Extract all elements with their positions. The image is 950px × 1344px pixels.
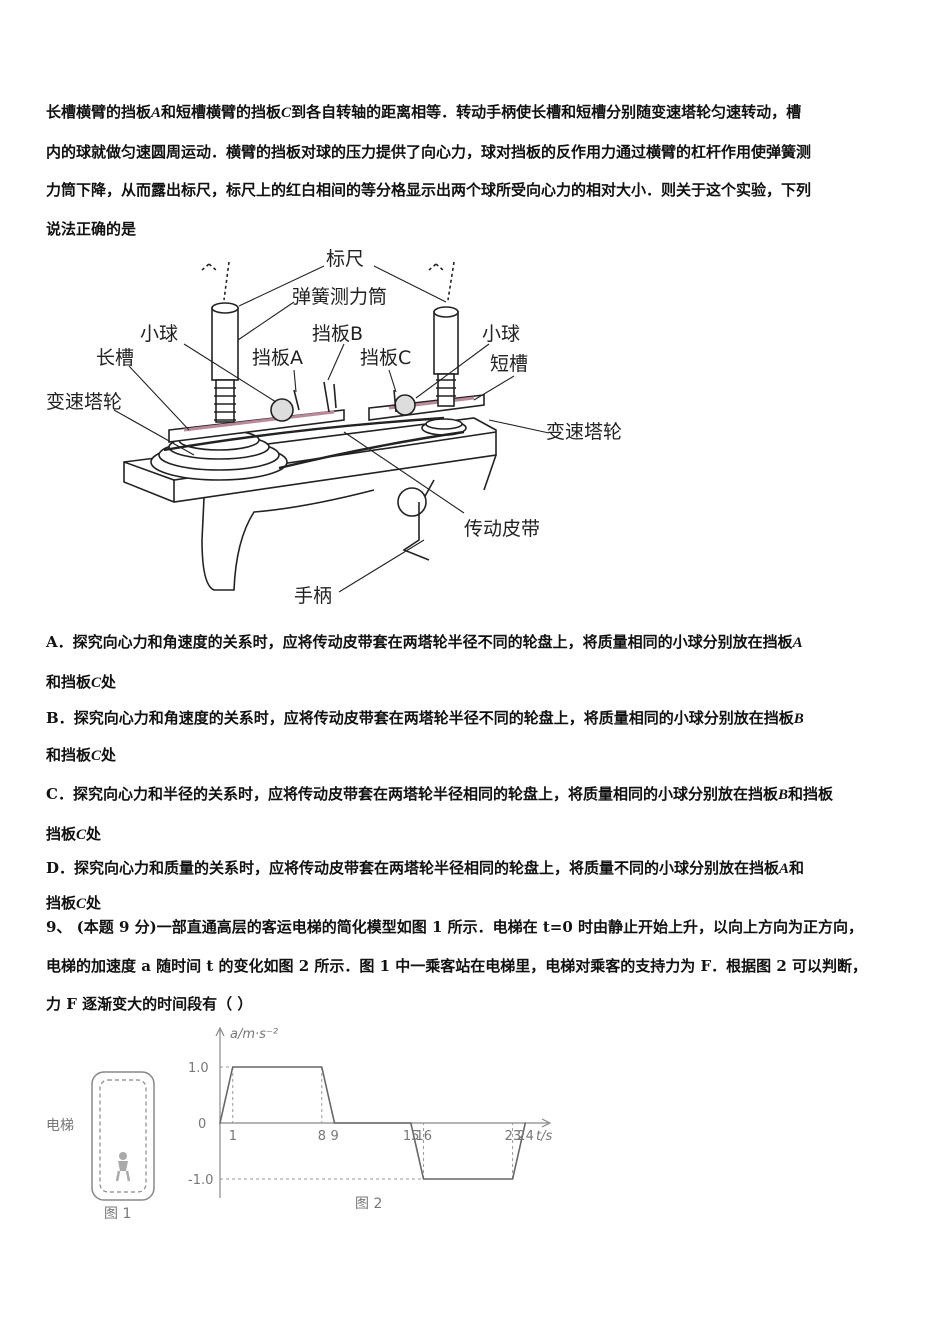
data-point bbox=[320, 1066, 323, 1068]
option-c[interactable]: C．探究向心力和半径的关系时，应将传动皮带套在两塔轮半径相同的轮盘上，将质量相同… bbox=[46, 785, 833, 803]
passenger-icon bbox=[115, 1152, 131, 1182]
guide-lines bbox=[220, 1066, 514, 1180]
x-tick-label: 9 bbox=[330, 1129, 338, 1144]
q9-line-3: 力 F 逐渐变大的时间段有（ ） bbox=[46, 995, 253, 1013]
option-d[interactable]: D．探究向心力和质量的关系时，应将传动皮带套在两塔轮半径相同的轮盘上，将质量不同… bbox=[46, 859, 805, 877]
label-pulley-right: 变速塔轮 bbox=[546, 421, 622, 443]
y-axis-label: a/m·s⁻² bbox=[230, 1027, 278, 1042]
label-baffle-b: 挡板B bbox=[312, 323, 363, 345]
x-tick-label: 15 bbox=[403, 1129, 420, 1144]
elevator-car bbox=[91, 1071, 155, 1201]
label-ball-left: 小球 bbox=[140, 323, 178, 345]
series-segment bbox=[320, 1066, 336, 1124]
label-pulley-left: 变速塔轮 bbox=[46, 391, 122, 413]
intro-paragraph: 长槽横臂的挡板A和短槽横臂的挡板C到各自转轴的距离相等．转动手柄使长槽和短槽分别… bbox=[46, 93, 906, 248]
data-point bbox=[511, 1178, 514, 1180]
figure-1-caption: 图 1 bbox=[104, 1206, 131, 1220]
intro-line-2: 内的球就做匀速圆周运动．横臂的挡板对球的压力提供了向心力，球对挡板的反作用力通过… bbox=[46, 142, 812, 161]
label-short-groove: 短槽 bbox=[490, 353, 528, 375]
label-handle: 手柄 bbox=[294, 585, 332, 607]
elevator-diagram: 电梯 图 1 bbox=[46, 1071, 155, 1220]
y-tick-label: 1.0 bbox=[188, 1061, 209, 1076]
y-tick-label: 0 bbox=[198, 1117, 206, 1132]
label-baffle-c: 挡板C bbox=[360, 347, 411, 369]
data-point bbox=[219, 1122, 221, 1124]
x-axis-arrow bbox=[541, 1118, 552, 1128]
series-segment bbox=[219, 1066, 234, 1124]
label-spring: 弹簧测力筒 bbox=[292, 286, 387, 308]
option-a[interactable]: A．探究向心力和角速度的关系时，应将传动皮带套在两塔轮半径不同的轮盘上，将质量相… bbox=[46, 633, 803, 651]
x-tick-label: 23 bbox=[505, 1129, 522, 1144]
option-a-cont: 和挡板C处 bbox=[46, 672, 117, 691]
x-tick-label: 8 bbox=[318, 1129, 326, 1144]
apparatus-figure: 标尺 弹簧测力筒 小球 挡板B 小球 长槽 挡板A 挡板C 短槽 变速塔轮 变速… bbox=[46, 248, 622, 607]
series-segment bbox=[511, 1122, 527, 1180]
option-b-cont: 和挡板C处 bbox=[46, 745, 117, 764]
intro-line-3: 力筒下降，从而露出标尺，标尺上的红白相间的等分格显示出两个球所受向心力的相对大小… bbox=[46, 181, 812, 199]
data-point bbox=[333, 1122, 336, 1124]
x-axis-label: t/s bbox=[536, 1129, 552, 1144]
data-point bbox=[422, 1178, 425, 1180]
x-tick-label: 24 bbox=[517, 1129, 534, 1144]
intro-line-4: 说法正确的是 bbox=[46, 219, 137, 238]
option-c-cont: 挡板C处 bbox=[46, 824, 102, 843]
label-baffle-a: 挡板A bbox=[252, 347, 303, 369]
question-9: 9、 (本题 9 分)一部直通高层的客运电梯的简化模型如图 1 所示．电梯在 t… bbox=[46, 908, 906, 1024]
var-a: A bbox=[151, 105, 162, 121]
y-tick-label: -1.0 bbox=[188, 1173, 213, 1188]
options-list: A．探究向心力和角速度的关系时，应将传动皮带套在两塔轮半径不同的轮盘上，将质量相… bbox=[46, 623, 906, 923]
x-tick-label: 1 bbox=[229, 1129, 237, 1144]
label-ruler: 标尺 bbox=[326, 248, 364, 270]
label-long-groove: 长槽 bbox=[96, 347, 134, 369]
series-segment bbox=[410, 1122, 425, 1180]
q9-line-1: 9、 (本题 9 分)一部直通高层的客运电梯的简化模型如图 1 所示．电梯在 t… bbox=[46, 918, 864, 936]
data-point bbox=[524, 1122, 527, 1124]
chart-marks bbox=[219, 1066, 527, 1180]
q9-line-2: 电梯的加速度 a 随时间 t 的变化如图 2 所示．图 1 中一乘客站在电梯里，… bbox=[46, 956, 868, 975]
data-point bbox=[231, 1066, 234, 1068]
intro-line-1: 长槽横臂的挡板A和短槽横臂的挡板C到各自转轴的距离相等．转动手柄使长槽和短槽分别… bbox=[46, 103, 802, 121]
figure-2-caption: 图 2 bbox=[355, 1196, 382, 1212]
elevator-inner bbox=[99, 1079, 147, 1193]
data-point bbox=[410, 1122, 412, 1124]
var-c: C bbox=[281, 105, 292, 121]
y-axis-arrow bbox=[215, 1026, 225, 1037]
label-ball-right: 小球 bbox=[482, 323, 520, 345]
label-belt: 传动皮带 bbox=[464, 518, 540, 540]
option-d-cont: 挡板C处 bbox=[46, 893, 102, 912]
x-tick-label: 16 bbox=[416, 1129, 433, 1144]
option-b[interactable]: B．探究向心力和角速度的关系时，应将传动皮带套在两塔轮半径不同的轮盘上，将质量相… bbox=[46, 709, 804, 727]
elevator-label: 电梯 bbox=[46, 1118, 74, 1134]
